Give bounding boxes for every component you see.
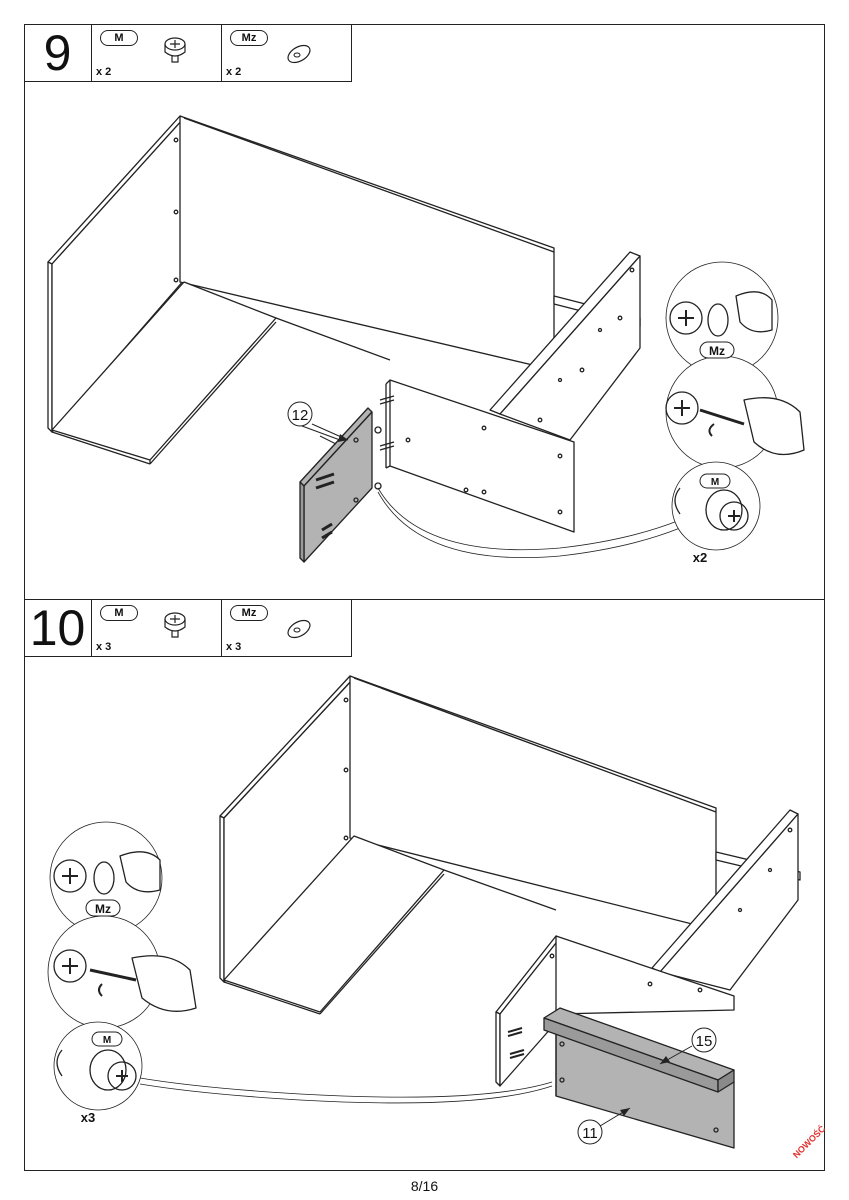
part-qty: x 3 <box>226 641 242 653</box>
callout-label: 12 <box>292 407 309 424</box>
cam-cover-icon <box>287 619 311 639</box>
step-10-cabinet <box>219 675 801 1087</box>
part-qty: x 3 <box>96 641 112 653</box>
part-cell-mz: Mz x 3 <box>222 599 352 657</box>
cam-lock-icon <box>164 612 186 638</box>
step-divider <box>24 599 825 600</box>
multiplier-label: x2 <box>693 550 707 565</box>
step-10-detail <box>47 821 197 1111</box>
panel-15 <box>543 1007 735 1093</box>
part-code: M <box>100 30 138 46</box>
part-code: Mz <box>230 605 268 621</box>
step-9-cabinet <box>47 115 641 533</box>
multiplier-label: x3 <box>81 1110 95 1125</box>
step-9-header: 9 M x 2 Mz x 2 <box>24 24 352 82</box>
page-number: 8/16 <box>410 1178 439 1194</box>
page-border <box>24 24 825 1171</box>
part-code: Mz <box>230 30 268 46</box>
part-code: M <box>100 605 138 621</box>
cam-cover-icon <box>287 44 311 64</box>
part-qty: x 2 <box>96 66 112 78</box>
part-cell-mz: Mz x 2 <box>222 24 352 82</box>
panel-12 <box>299 407 373 563</box>
cam-lock-icon <box>164 37 186 63</box>
detail-code: M <box>103 1035 111 1046</box>
step-number: 9 <box>24 24 92 82</box>
part-cell-m: M x 3 <box>92 599 222 657</box>
step-9-detail <box>665 261 805 551</box>
step-10-header: 10 M x 3 Mz x 3 <box>24 599 352 657</box>
callout-label: 11 <box>582 1125 598 1142</box>
detail-code: Mz <box>95 902 111 916</box>
detail-code: M <box>711 477 719 488</box>
part-cell-m: M x 2 <box>92 24 222 82</box>
detail-code: Mz <box>709 344 725 358</box>
step-number: 10 <box>24 599 92 657</box>
part-qty: x 2 <box>226 66 242 78</box>
callout-label: 15 <box>696 1033 713 1050</box>
